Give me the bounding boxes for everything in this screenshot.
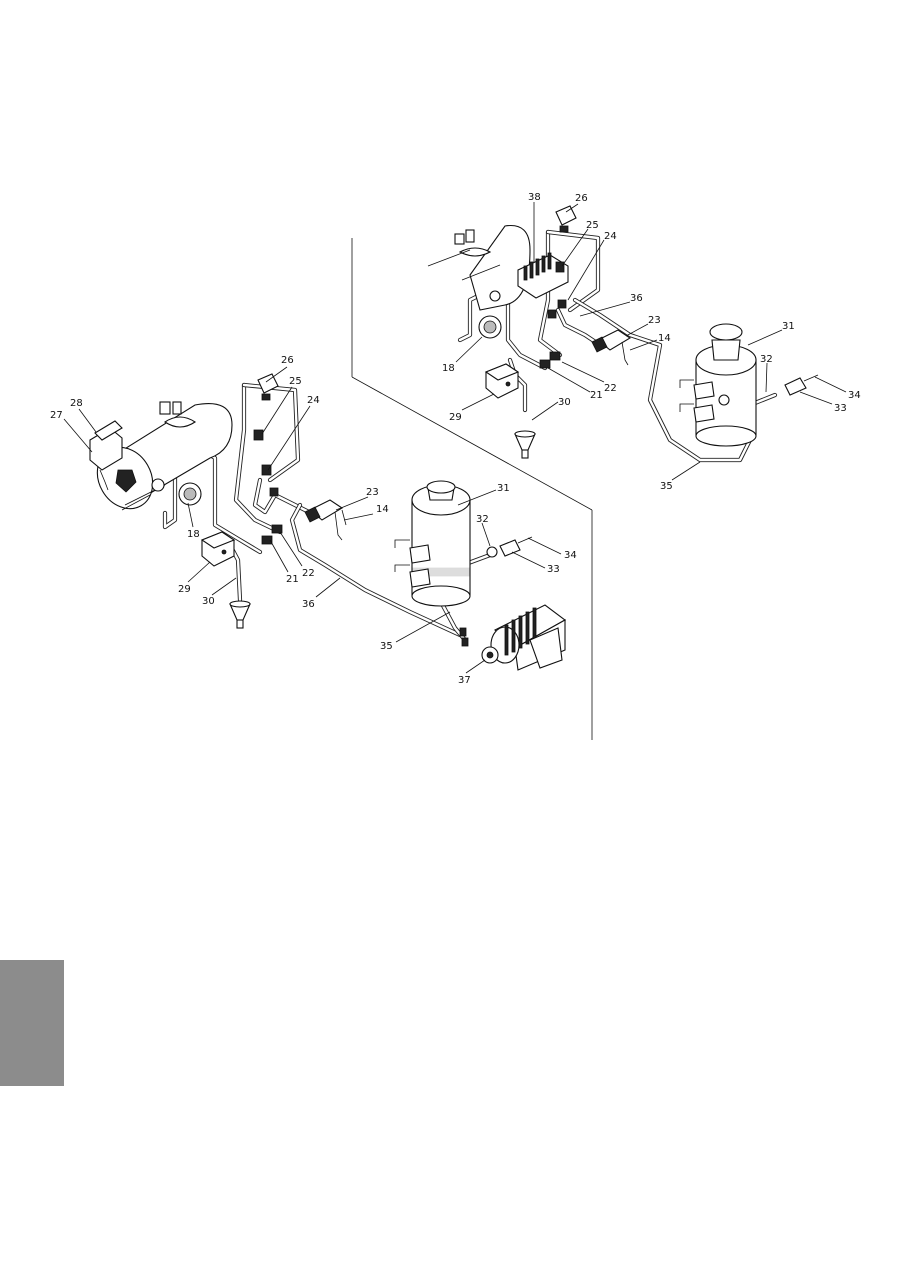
right-label-18: 18: [442, 363, 455, 374]
left-label-21: 21: [286, 574, 299, 585]
left-pressure-gauge: [151, 478, 202, 506]
left-label-22: 22: [302, 568, 315, 579]
view-separator-lines: [351, 238, 593, 740]
right-valve-23: [591, 329, 632, 366]
left-label-36: 36: [302, 599, 315, 610]
right-label-29: 29: [449, 412, 462, 423]
right-fitting-32-33-34: [718, 374, 819, 406]
right-label-30: 30: [558, 397, 571, 408]
right-element-38: [517, 252, 569, 299]
left-label-28: 28: [70, 398, 83, 409]
right-boiler: [427, 224, 531, 311]
left-solenoid-26: [257, 373, 279, 401]
left-funnel-30: [229, 600, 251, 629]
left-label-29: 29: [178, 584, 191, 595]
right-label-31: 31: [782, 321, 795, 332]
right-label-26: 26: [575, 193, 588, 204]
left-part-28-27: [89, 420, 123, 491]
right-softener-31: [679, 323, 757, 447]
right-leader-lines: [455, 202, 847, 481]
right-label-38: 38: [528, 192, 541, 203]
right-funnel-30: [514, 430, 536, 459]
left-fitting-32-33-34: [486, 536, 533, 558]
right-label-23: 23: [648, 315, 661, 326]
left-label-30: 30: [202, 596, 215, 607]
right-fittings: [539, 261, 567, 369]
right-label-25: 25: [586, 220, 599, 231]
right-callout-labels: 38 26 25 24 36 23 14 31 32 18 22 21 29 3…: [442, 192, 861, 492]
right-label-35: 35: [660, 481, 673, 492]
left-assembly: 28 27 26 25 24 23 14 18 29 30 21 22 36 3…: [50, 355, 577, 686]
right-assembly: 38 26 25 24 36 23 14 31 32 18 22 21 29 3…: [427, 192, 861, 492]
right-label-22: 22: [604, 383, 617, 394]
right-label-21: 21: [590, 390, 603, 401]
right-label-34: 34: [848, 390, 861, 401]
left-label-33: 33: [547, 564, 560, 575]
right-label-33: 33: [834, 403, 847, 414]
left-label-37: 37: [458, 675, 471, 686]
right-drain-box-29: [484, 363, 520, 399]
left-label-35: 35: [380, 641, 393, 652]
right-label-36: 36: [630, 293, 643, 304]
left-label-23: 23: [366, 487, 379, 498]
right-label-14: 14: [658, 333, 671, 344]
left-softener-31: [394, 480, 471, 607]
left-leader-lines: [63, 366, 562, 674]
left-label-32: 32: [476, 514, 489, 525]
right-label-24: 24: [604, 231, 617, 242]
right-pressure-gauge: [478, 290, 502, 339]
left-label-24: 24: [307, 395, 320, 406]
left-label-25: 25: [289, 376, 302, 387]
left-label-14: 14: [376, 504, 389, 515]
chapter-side-tab: [0, 960, 64, 1086]
left-callout-labels: 28 27 26 25 24 23 14 18 29 30 21 22 36 3…: [50, 355, 577, 686]
left-pump-37: [481, 604, 567, 671]
left-label-34: 34: [564, 550, 577, 561]
left-label-26: 26: [281, 355, 294, 366]
left-label-18: 18: [187, 529, 200, 540]
left-fittings: [253, 429, 283, 545]
left-label-27: 27: [50, 410, 63, 421]
left-valve-23: [304, 499, 347, 541]
right-label-32: 32: [760, 354, 773, 365]
left-drain-box-29: [200, 531, 236, 567]
right-solenoid-26: [555, 205, 577, 233]
left-label-31: 31: [497, 483, 510, 494]
left-hose-ends-35: [459, 627, 469, 647]
